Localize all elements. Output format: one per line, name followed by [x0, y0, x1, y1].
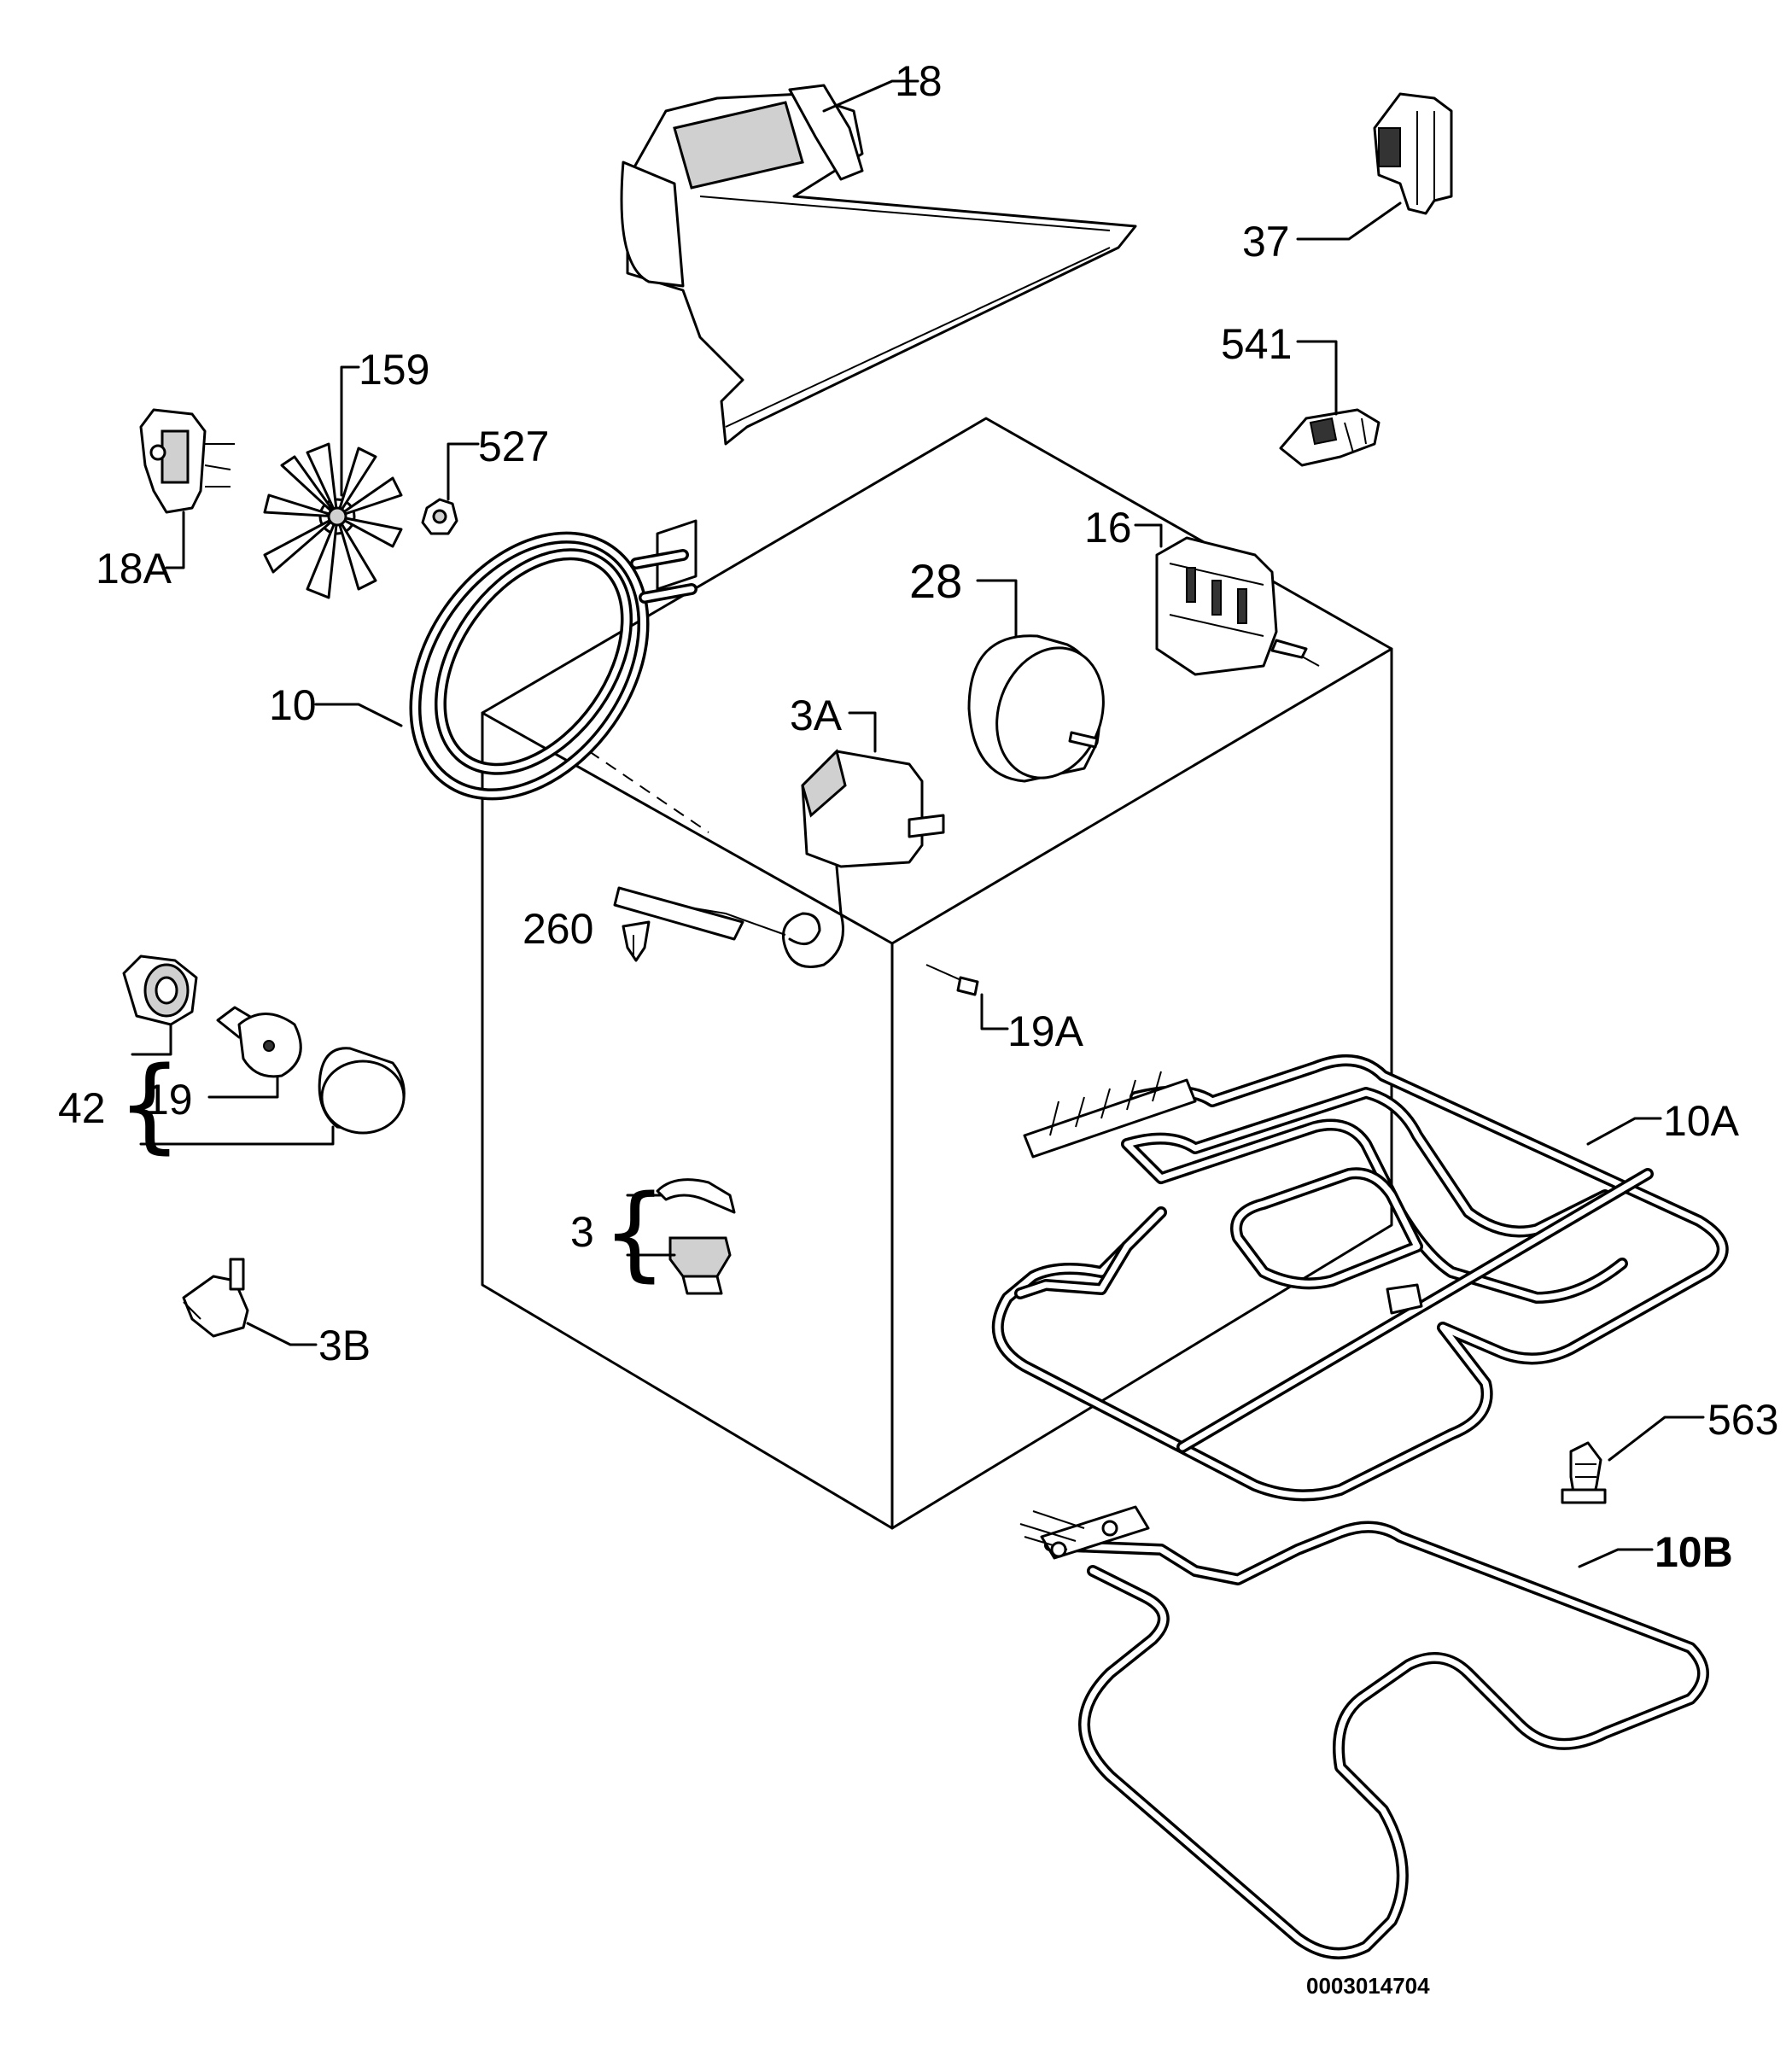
label-260: 260: [522, 905, 593, 953]
part-28-timer: 28: [909, 554, 1105, 783]
part-260-clip: 260: [522, 905, 651, 962]
label-28: 28: [909, 554, 962, 608]
label-37: 37: [1242, 218, 1290, 266]
part-3-safety-thermostat: { 3: [570, 1174, 736, 1295]
part-10-circular-element: 10: [269, 519, 698, 801]
label-563: 563: [1707, 1396, 1778, 1444]
label-19: 19: [145, 1076, 193, 1124]
part-3A-thermostat: 3A: [613, 692, 945, 968]
part-541-switch: 541: [1221, 320, 1380, 467]
label-10B: 10B: [1655, 1528, 1733, 1576]
part-18-fan-duct: 18: [620, 57, 1137, 446]
part-16-selector-switch: 16: [1084, 504, 1308, 676]
label-19A: 19A: [1007, 1007, 1084, 1055]
label-42: 42: [58, 1084, 106, 1132]
brace-42: {: [117, 1046, 182, 1165]
label-527: 527: [478, 423, 549, 470]
part-527-nut: 527: [421, 423, 549, 535]
label-541: 541: [1221, 320, 1292, 368]
part-19A-connector: 19A: [925, 964, 1084, 1055]
label-10: 10: [269, 681, 317, 729]
part-37-terminal-block: 37: [1242, 92, 1453, 266]
label-3A: 3A: [790, 692, 843, 739]
oven-cavity-box: [481, 417, 1393, 1530]
part-563-stud: 563: [1561, 1396, 1778, 1504]
part-10B-base-element: 10B: [1019, 1505, 1733, 1959]
label-3B: 3B: [318, 1322, 371, 1369]
label-10A: 10A: [1663, 1097, 1740, 1145]
label-159: 159: [359, 346, 429, 394]
part-18A-fan-motor: 18A: [96, 408, 235, 593]
part-10A-grill-element: 10A: [991, 1054, 1740, 1502]
brace-3: {: [602, 1174, 667, 1293]
part-3B-thermal-fuse: 3B: [182, 1258, 371, 1369]
label-18A: 18A: [96, 545, 172, 593]
part-159-fan-blade: 159: [263, 346, 429, 599]
label-16: 16: [1084, 504, 1132, 552]
part-42-lamp-assembly: { 42 19: [58, 954, 406, 1165]
label-18: 18: [895, 57, 943, 105]
drawing-code: 0003014704: [1306, 1973, 1430, 1999]
label-3: 3: [570, 1208, 594, 1256]
